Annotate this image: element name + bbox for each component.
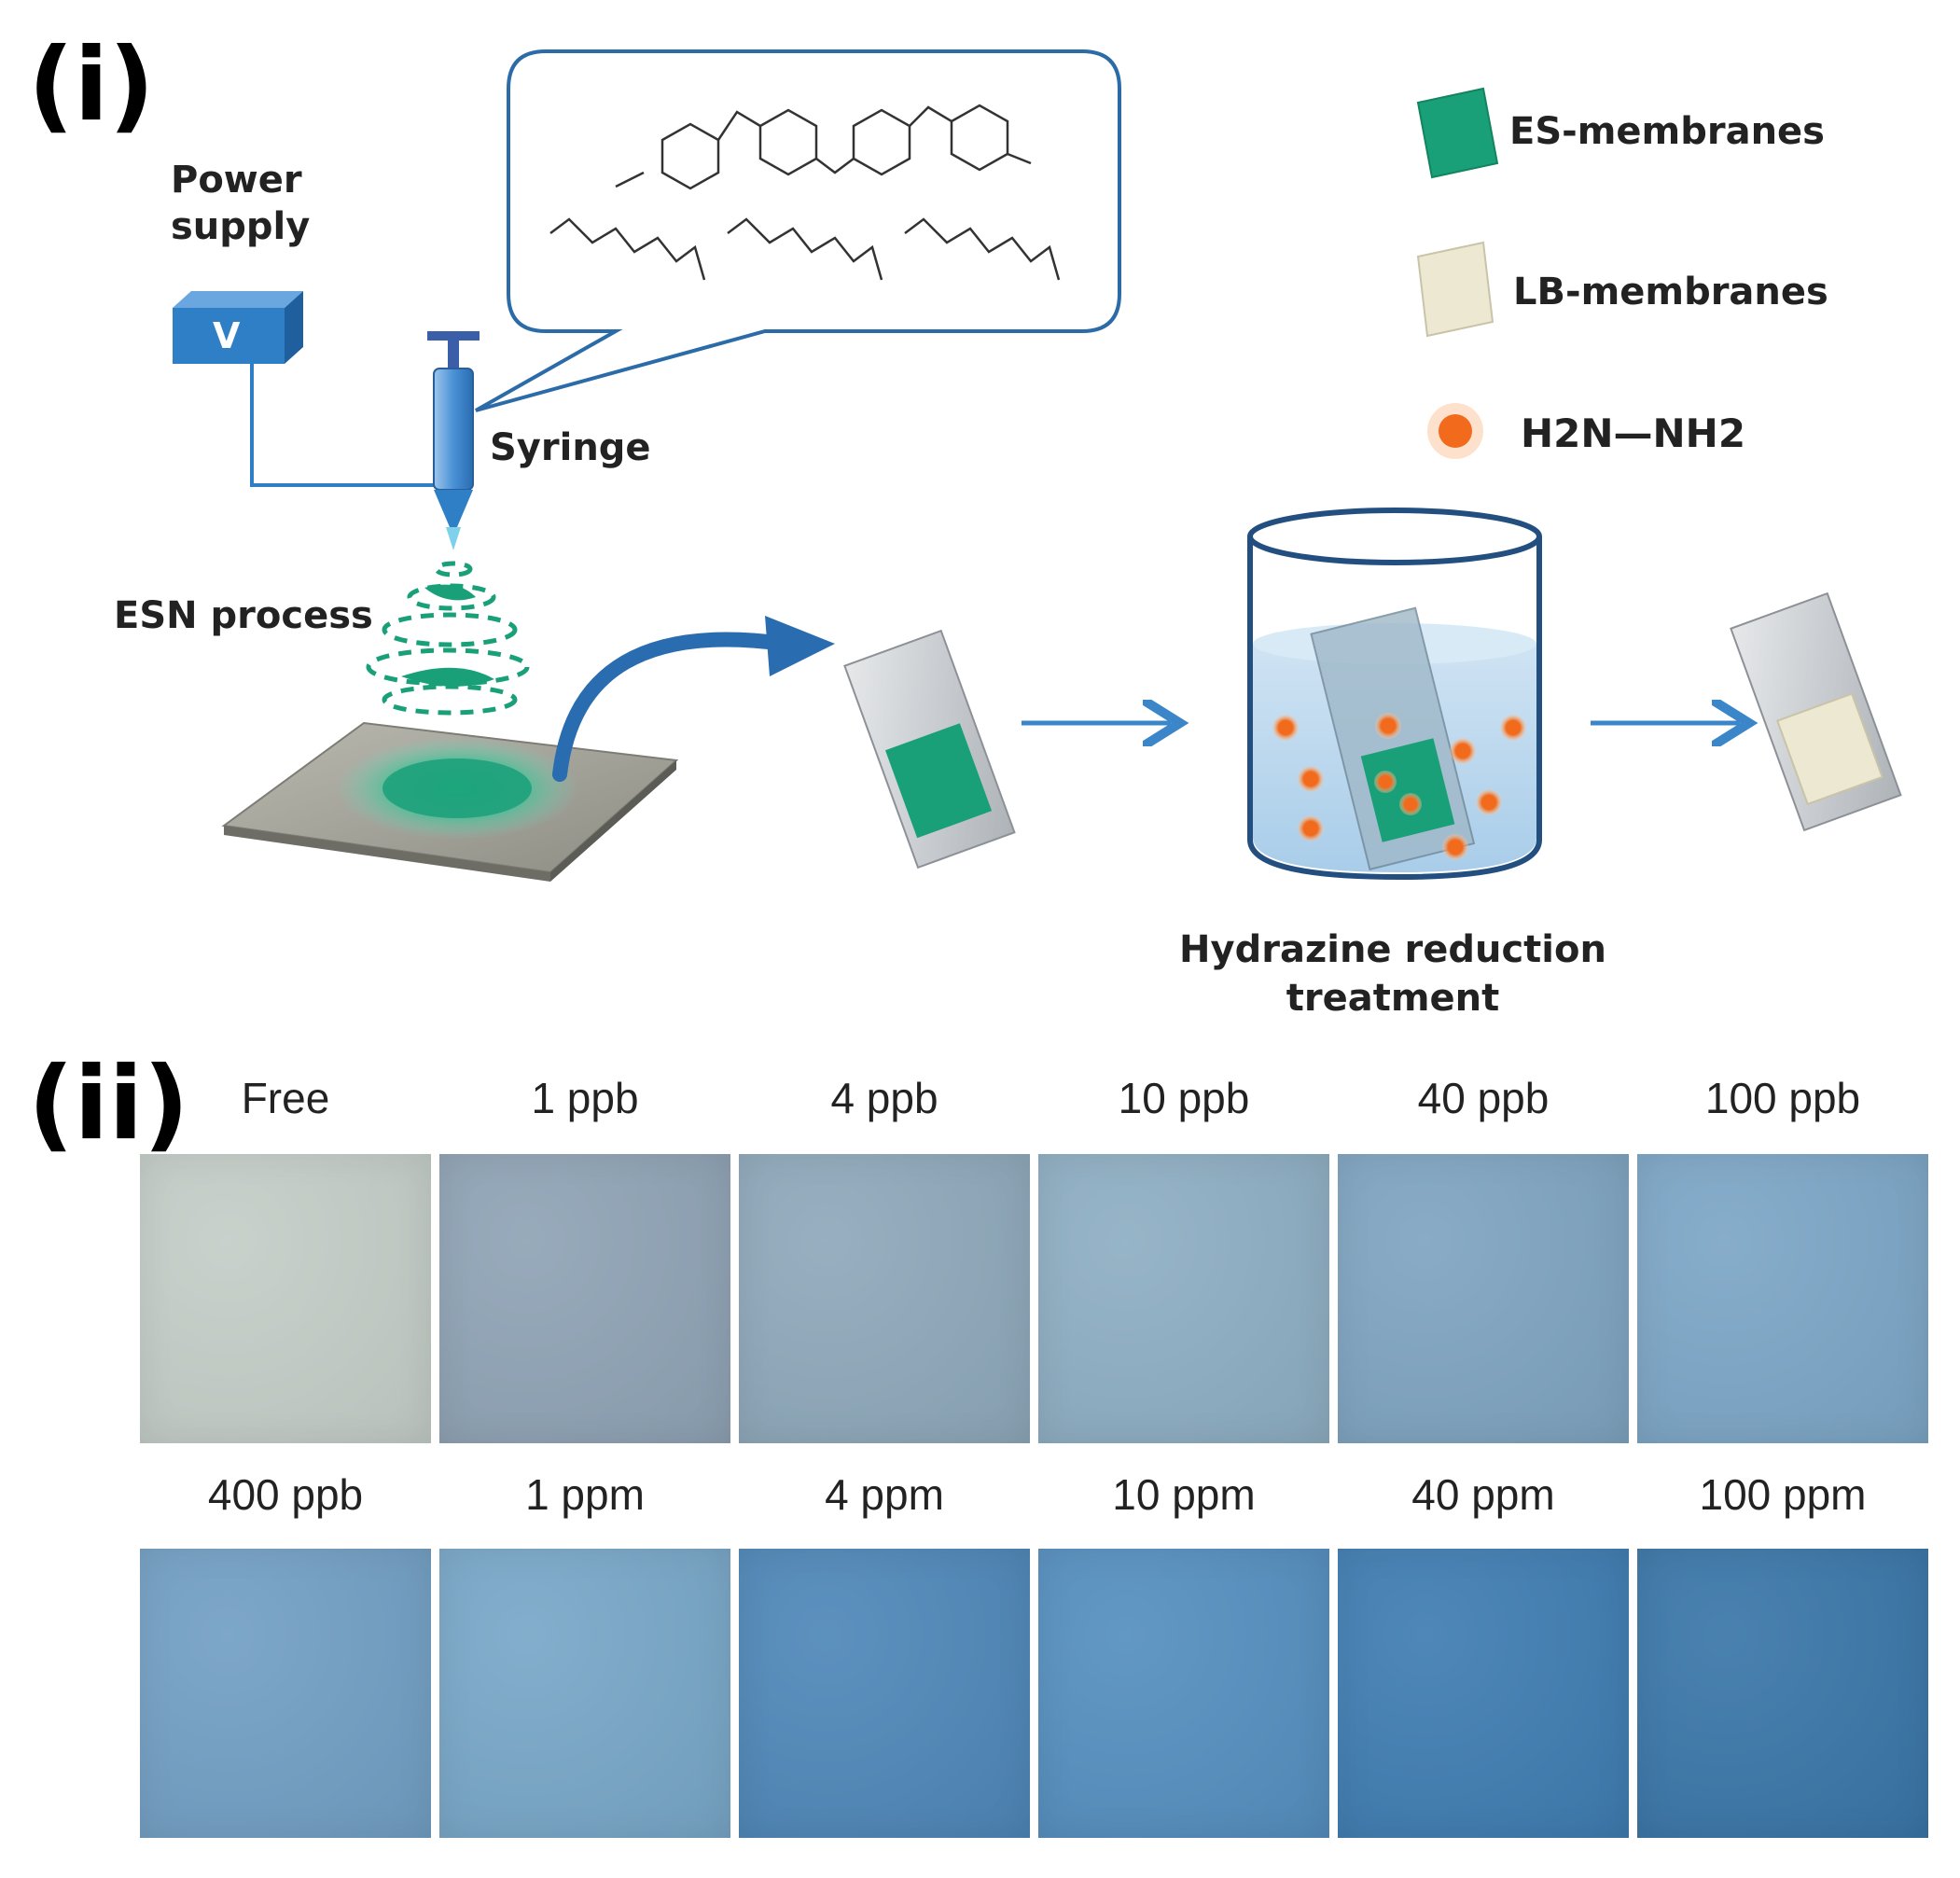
slide-lb-membrane (1730, 591, 1902, 832)
swatch-label: Free (241, 1074, 330, 1122)
swatch-label: 40 ppb (1417, 1074, 1550, 1122)
legend-lb-label: LB-membranes (1513, 271, 1828, 313)
side-chain-structures (549, 217, 1061, 281)
voltage-label: V (213, 315, 241, 356)
swatch-box (739, 1549, 1030, 1838)
hydrazine-label-2: treatment (1286, 977, 1500, 1020)
hydrazine-label-1: Hydrazine reduction (1179, 928, 1606, 971)
swatch-label: 10 ppm (1112, 1470, 1256, 1519)
swatch-box (1338, 1154, 1629, 1443)
legend-es-icon (1416, 87, 1499, 179)
electrospinning-jet (366, 561, 530, 716)
swatch-box (140, 1549, 431, 1838)
swatch-label: 100 ppm (1699, 1470, 1867, 1519)
syringe-label: Syringe (490, 426, 651, 469)
legend-hydrazine-icon (1427, 403, 1483, 459)
power-supply-label-1: Power (171, 159, 302, 202)
swatch-label: 4 ppm (825, 1470, 944, 1519)
transfer-arrow (552, 616, 835, 782)
panel-label-i: (i) (28, 27, 155, 144)
polyaniline-structure (615, 104, 1032, 190)
collector-plate (221, 721, 679, 882)
swatch-box (140, 1154, 431, 1443)
swatch-box (1038, 1154, 1329, 1443)
swatch-box (439, 1154, 730, 1443)
hydrazine-molecules (1272, 713, 1526, 860)
chemical-structure-bubble (475, 49, 1121, 412)
legend-es-label: ES-membranes (1509, 110, 1825, 153)
power-supply-icon (173, 291, 303, 364)
swatch-box (1038, 1549, 1329, 1838)
legend-hydrazine-label: H2N—NH2 (1521, 410, 1746, 456)
swatch-label: 10 ppb (1118, 1074, 1250, 1122)
process-diagram (173, 49, 1902, 882)
panel-label-ii: (ii) (28, 1046, 189, 1162)
swatch-label: 1 ppm (525, 1470, 645, 1519)
legend-lb-icon (1416, 241, 1494, 338)
power-wire (250, 364, 438, 487)
swatch-box (1637, 1154, 1928, 1443)
esn-process-label: ESN process (114, 594, 373, 637)
swatch-label: 400 ppb (207, 1470, 364, 1519)
hydrazine-beaker (1247, 508, 1542, 881)
swatch-label: 40 ppm (1411, 1470, 1555, 1519)
swatch-label: 4 ppb (830, 1074, 938, 1122)
swatch-label: 1 ppb (531, 1074, 639, 1122)
power-supply-label-2: supply (171, 205, 311, 248)
slide-es-membrane (843, 629, 1016, 869)
swatch-box (439, 1549, 730, 1838)
swatch-box (739, 1154, 1030, 1443)
swatch-box (1637, 1549, 1928, 1838)
syringe-icon (427, 331, 480, 550)
swatch-label: 100 ppb (1704, 1074, 1861, 1122)
swatch-box (1338, 1549, 1629, 1838)
